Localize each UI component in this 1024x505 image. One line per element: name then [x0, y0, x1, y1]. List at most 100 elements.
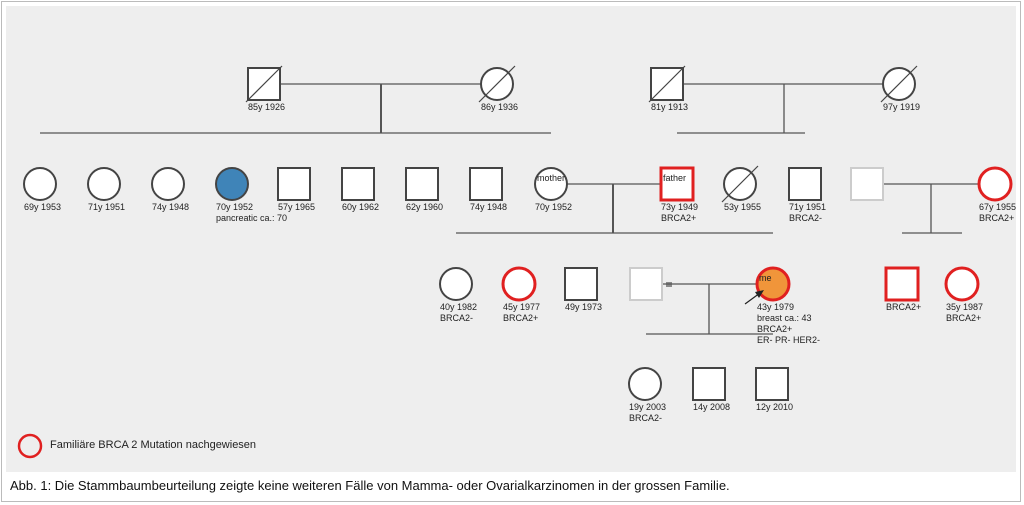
male-symbol — [692, 367, 726, 401]
person-tag: father — [663, 173, 686, 183]
male-symbol — [850, 167, 884, 201]
person-u1: 57y 1965 — [277, 167, 315, 212]
person-a2: 71y 1951 — [87, 167, 125, 212]
deceased-slash — [721, 165, 759, 203]
male-symbol — [277, 167, 311, 201]
person-label: 86y 1936 — [481, 102, 518, 112]
female-symbol — [501, 266, 537, 302]
person-u2: 60y 1962 — [341, 167, 379, 212]
person-pa1: 53y 1955 — [721, 165, 761, 212]
person-label: BRCA2- — [629, 413, 662, 423]
person-label: 97y 1919 — [883, 102, 920, 112]
male-symbol — [884, 266, 920, 302]
person-k2: 14y 2008 — [692, 367, 730, 412]
male-symbol — [629, 267, 663, 301]
deceased-slash — [478, 65, 516, 103]
person-gf2: 81y 1913 — [648, 65, 688, 112]
person-b1: 49y 1973 — [564, 267, 602, 312]
person-label: 70y 1952 — [216, 202, 253, 212]
person-label: BRCA2- — [789, 213, 822, 223]
person-a1: 69y 1953 — [23, 167, 61, 212]
person-label: 71y 1951 — [88, 202, 125, 212]
person-label: pancreatic ca.: 70 — [216, 213, 287, 223]
female-symbol — [87, 167, 121, 201]
person-u3: 62y 1960 — [405, 167, 443, 212]
female-symbol — [534, 167, 568, 201]
male-symbol — [788, 167, 822, 201]
female-symbol — [628, 367, 662, 401]
person-label: 40y 1982 — [440, 302, 477, 312]
proband-arrow — [744, 290, 764, 305]
person-label: BRCA2+ — [661, 213, 696, 223]
female-symbol — [215, 167, 249, 201]
male-symbol — [341, 167, 375, 201]
deceased-slash — [880, 65, 918, 103]
person-label: 71y 1951 — [789, 202, 826, 212]
male-symbol — [564, 267, 598, 301]
person-label: 85y 1926 — [248, 102, 285, 112]
person-label: 53y 1955 — [724, 202, 761, 212]
person-mother: mother 70y 1952 — [534, 167, 572, 212]
legend-red-circle-icon — [17, 433, 43, 459]
female-symbol — [977, 166, 1013, 202]
person-label: BRCA2+ — [503, 313, 538, 323]
person-label: BRCA2+ — [886, 302, 921, 312]
female-symbol — [23, 167, 57, 201]
person-label: breast ca.: 43 — [757, 313, 812, 323]
person-gf1: 85y 1926 — [245, 65, 285, 112]
figure-caption: Abb. 1: Die Stammbaumbeurteilung zeigte … — [10, 478, 730, 493]
person-label: 19y 2003 — [629, 402, 666, 412]
person-label: 12y 2010 — [756, 402, 793, 412]
person-a3: 74y 1948 — [151, 167, 189, 212]
person-pu2sp — [850, 167, 884, 201]
person-label: ER- PR- HER2- — [757, 335, 820, 345]
person-label: 43y 1979 — [757, 302, 794, 312]
person-label: 49y 1973 — [565, 302, 602, 312]
female-symbol — [755, 266, 791, 302]
person-label: 73y 1949 — [661, 202, 698, 212]
deceased-slash — [245, 65, 283, 103]
person-label: 60y 1962 — [342, 202, 379, 212]
relationship-lines — [40, 83, 979, 335]
person-label: 69y 1953 — [24, 202, 61, 212]
person-label: 14y 2008 — [693, 402, 730, 412]
legend-label: Familiäre BRCA 2 Mutation nachgewiesen — [50, 439, 257, 451]
male-symbol — [755, 367, 789, 401]
person-c1: BRCA2+ — [884, 266, 921, 312]
person-label: 70y 1952 — [535, 202, 572, 212]
person-label: BRCA2+ — [979, 213, 1014, 223]
female-symbol — [944, 266, 980, 302]
person-k3: 12y 2010 — [755, 367, 793, 412]
person-label: 62y 1960 — [406, 202, 443, 212]
deceased-slash — [648, 65, 686, 103]
person-gm2: 97y 1919 — [880, 65, 920, 112]
person-label: 57y 1965 — [278, 202, 315, 212]
person-tag: mother — [537, 173, 565, 183]
person-label: 45y 1977 — [503, 302, 540, 312]
female-symbol — [151, 167, 185, 201]
person-spouse — [629, 267, 663, 301]
male-symbol — [405, 167, 439, 201]
person-label: 74y 1948 — [470, 202, 507, 212]
person-label: 81y 1913 — [651, 102, 688, 112]
person-label: BRCA2+ — [946, 313, 981, 323]
male-symbol — [659, 166, 695, 202]
person-label: 35y 1987 — [946, 302, 983, 312]
person-label: BRCA2+ — [757, 324, 792, 334]
person-label: 74y 1948 — [152, 202, 189, 212]
person-gm1: 86y 1936 — [478, 65, 518, 112]
female-symbol — [439, 267, 473, 301]
person-u4: 74y 1948 — [469, 167, 507, 212]
person-label: BRCA2- — [440, 313, 473, 323]
person-label: 67y 1955 — [979, 202, 1016, 212]
male-symbol — [469, 167, 503, 201]
